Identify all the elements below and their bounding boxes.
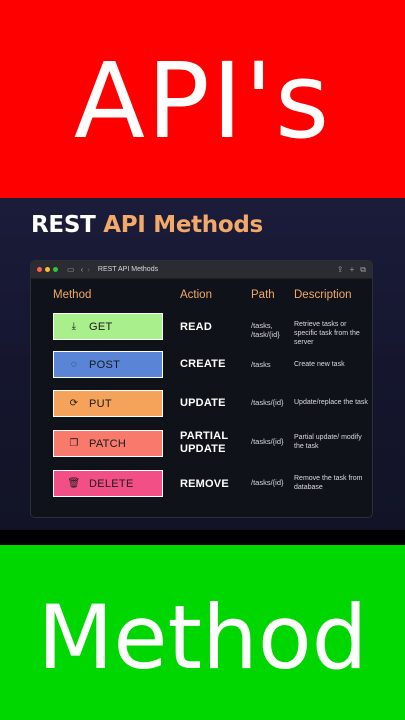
action-label: CREATE	[180, 358, 226, 370]
header-description: Description	[294, 289, 352, 301]
close-dot[interactable]	[37, 267, 42, 272]
path-label: /tasks/{id}	[251, 478, 284, 487]
path-label: /tasks/{id}	[251, 398, 284, 407]
path-label: /tasks,/task/{id}	[251, 321, 280, 339]
header-action: Action	[180, 289, 212, 301]
table-row: ◌ POST CREATE /tasks Create new task	[31, 351, 372, 381]
method-label: PUT	[89, 397, 112, 410]
slide-heading: REST API Methods	[31, 212, 263, 238]
download-icon: ⤓	[71, 321, 77, 332]
method-label: PATCH	[89, 437, 127, 450]
post-button[interactable]: ◌ POST	[53, 351, 163, 378]
banner-subtitle: Method	[37, 585, 368, 689]
description-label: Create new task	[294, 361, 345, 368]
heading-rest: REST	[31, 212, 96, 238]
methods-table: Method Action Path Description ⤓ GET REA…	[31, 279, 372, 517]
path-label: /tasks/{id}	[251, 437, 284, 446]
path-label: /tasks	[251, 360, 271, 369]
get-button[interactable]: ⤓ GET	[53, 313, 163, 340]
slide-area: REST API Methods ▭ ‹ › REST API Methods …	[0, 198, 405, 530]
description-label: Update/replace the task	[294, 399, 368, 406]
browser-window: ▭ ‹ › REST API Methods ⇪ + ⧉ Method Acti…	[30, 260, 373, 518]
table-row: ⟳ PUT UPDATE /tasks/{id} Update/replace …	[31, 390, 372, 420]
mouse-icon: ◌	[70, 359, 78, 370]
action-label: UPDATE	[180, 397, 226, 409]
description-label: Retrieve tasks or specific task from the…	[294, 321, 360, 346]
put-button[interactable]: ⟳ PUT	[53, 390, 163, 417]
banner-title: API's	[73, 40, 332, 162]
description-label: Partial update/ modify the task	[294, 434, 362, 450]
header-method: Method	[53, 289, 92, 301]
sidebar-icon[interactable]: ▭	[67, 265, 75, 274]
window-titlebar: ▭ ‹ › REST API Methods ⇪ + ⧉	[31, 261, 372, 279]
method-label: DELETE	[89, 477, 134, 490]
table-row: ⤓ GET READ /tasks,/task/{id} Retrieve ta…	[31, 313, 372, 346]
copy-icon[interactable]: ⧉	[360, 264, 366, 274]
plus-icon[interactable]: +	[349, 264, 355, 274]
chevron-right-icon[interactable]: ›	[87, 265, 90, 274]
patch-icon: ❐	[69, 438, 79, 449]
top-banner: API's	[0, 0, 405, 198]
chevron-left-icon[interactable]: ‹	[80, 265, 84, 274]
bottom-banner: Method	[0, 545, 405, 720]
refresh-icon: ⟳	[69, 398, 79, 409]
heading-api-methods: API Methods	[103, 212, 263, 238]
minimize-dot[interactable]	[45, 267, 50, 272]
window-title: REST API Methods	[97, 266, 159, 273]
method-label: POST	[89, 358, 121, 371]
header-path: Path	[251, 289, 275, 301]
table-row: 🗑 DELETE REMOVE /tasks/{id} Remove the t…	[31, 470, 372, 500]
action-label: REMOVE	[180, 478, 229, 490]
trash-icon: 🗑	[67, 478, 81, 489]
method-label: GET	[89, 320, 113, 333]
patch-button[interactable]: ❐ PATCH	[53, 430, 163, 457]
action-label: READ	[180, 321, 212, 333]
share-icon[interactable]: ⇪	[336, 264, 344, 274]
delete-button[interactable]: 🗑 DELETE	[53, 470, 163, 497]
maximize-dot[interactable]	[53, 267, 58, 272]
description-label: Remove the task from database	[294, 475, 363, 491]
